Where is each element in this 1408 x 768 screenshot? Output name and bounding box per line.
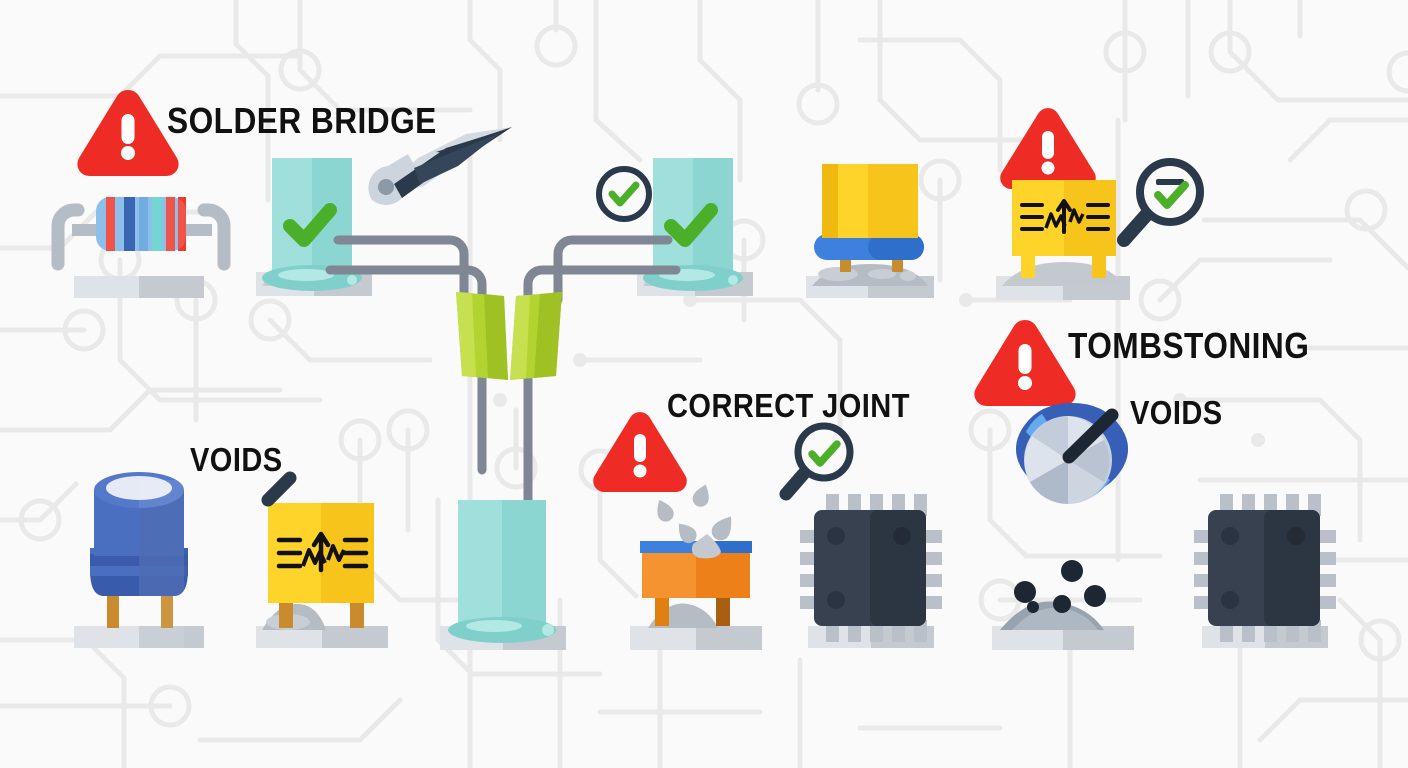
olive-component-left[interactable] — [456, 292, 508, 380]
olive-component-right[interactable] — [510, 292, 562, 380]
label-voids-left: VOIDS — [190, 441, 283, 478]
cyan-cylinder-right[interactable] — [637, 158, 753, 296]
pointer-line — [261, 471, 297, 507]
magnifier-check-icon[interactable] — [779, 422, 854, 501]
check-icon — [664, 203, 718, 247]
ic-chip-right[interactable] — [1194, 494, 1336, 648]
cyan-cylinder-left[interactable] — [256, 158, 372, 296]
ic-chip-center[interactable] — [800, 494, 942, 648]
magnifier-check-icon[interactable] — [1117, 158, 1204, 247]
tweezers-tool[interactable] — [368, 127, 512, 205]
label-tombstoning: TOMBSTONING — [1068, 325, 1310, 366]
resistor[interactable] — [51, 197, 231, 298]
solder-drops — [657, 484, 732, 559]
yellow-board-top-right[interactable] — [996, 180, 1130, 300]
blue-void-disc[interactable] — [1016, 403, 1128, 504]
check-circle-icon[interactable] — [596, 166, 652, 222]
warning-triangle-icon[interactable] — [593, 412, 687, 493]
warning-triangle-icon[interactable] — [974, 319, 1076, 407]
blue-electrolytic-capacitor[interactable] — [74, 472, 204, 650]
solder-bridge-leads — [325, 235, 681, 515]
pointer-line — [1062, 408, 1119, 464]
warning-triangle-icon[interactable] — [77, 89, 179, 177]
orange-block[interactable] — [630, 482, 762, 650]
check-icon — [283, 203, 337, 247]
yellow-block-capacitor[interactable] — [806, 164, 934, 298]
solder-balls — [992, 560, 1134, 650]
warning-triangle-icon[interactable] — [1000, 108, 1096, 190]
yellow-board-bottom-left[interactable] — [256, 471, 388, 648]
label-correct-joint: CORRECT JOINT — [667, 387, 910, 424]
label-solder-bridge: SOLDER BRIDGE — [167, 100, 437, 141]
cyan-tube-center[interactable] — [440, 500, 566, 650]
label-voids-right: VOIDS — [1130, 394, 1223, 431]
